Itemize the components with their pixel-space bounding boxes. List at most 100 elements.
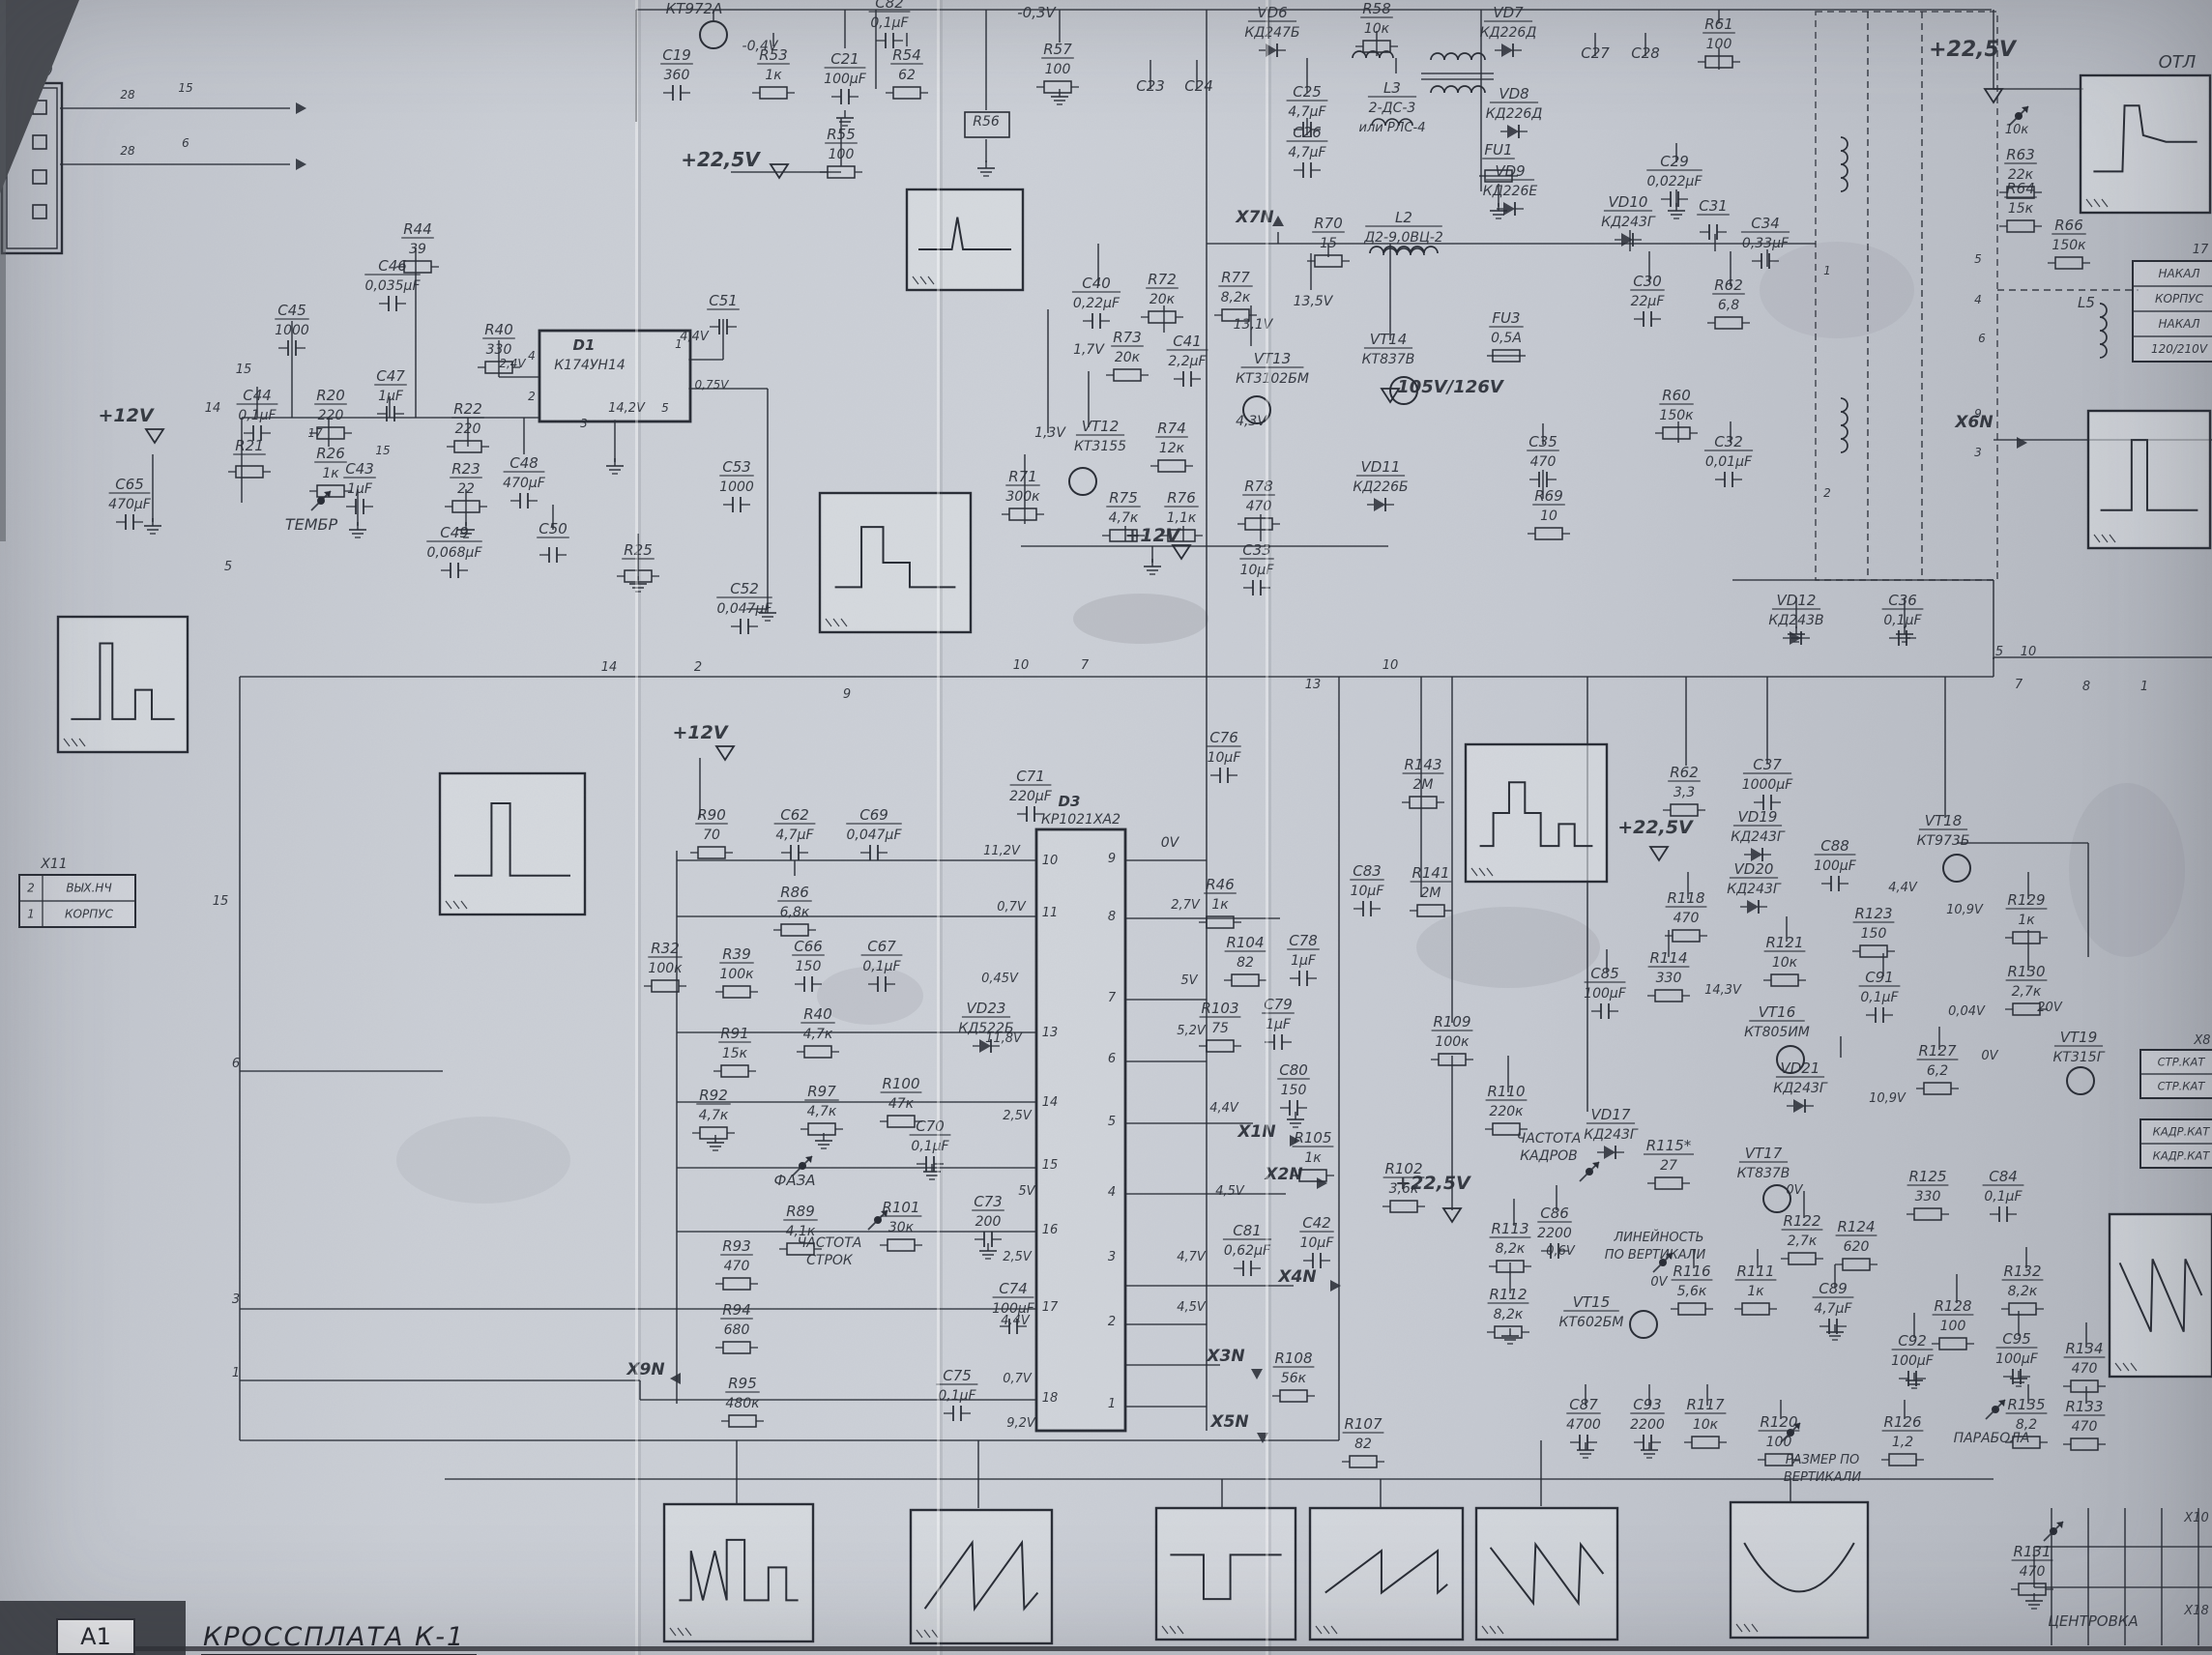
text-label: 13 [1305, 678, 1322, 692]
resistor-icon [1231, 973, 1260, 987]
resistor-icon [1923, 1082, 1952, 1095]
text-label: 1 [2140, 680, 2148, 694]
text-label: R117 [1686, 1396, 1725, 1413]
text-label: 470 [2072, 1361, 2098, 1377]
text-label: R73 [1113, 329, 1142, 346]
paper-stain [1760, 242, 1914, 338]
text-label: R105 [1294, 1129, 1331, 1147]
text-label: 10к [1693, 1417, 1719, 1433]
text-label: +22,5V [1929, 38, 2018, 62]
text-label: 9 [1974, 407, 1982, 421]
text-label: ЦЕНТРОВКА [2048, 1612, 2139, 1630]
text-label: VT12 [1082, 418, 1120, 435]
text-label: 1,7V [1073, 342, 1105, 358]
text-label: 4 [528, 349, 536, 363]
resistor-icon [780, 923, 809, 937]
text-label: 150 [796, 959, 822, 974]
resistor-icon [1409, 796, 1438, 809]
text-label: R100 [882, 1075, 919, 1092]
text-label: 330 [1915, 1189, 1941, 1205]
text-label: 360 [664, 68, 690, 83]
text-label: 0,5А [1491, 331, 1522, 346]
text-label: 0,33μF [1742, 236, 1790, 251]
text-label: VD9 [1495, 162, 1525, 180]
text-label: C19 [662, 46, 691, 64]
text-label: 220 [318, 408, 344, 423]
text-label: R121 [1765, 934, 1803, 951]
text-label: КТ3102БМ [1236, 371, 1309, 387]
text-label: 4,7к [803, 1027, 833, 1042]
waveform-inset [909, 1508, 1054, 1645]
text-label: +12V [672, 722, 728, 743]
text-label: 330 [1656, 971, 1682, 986]
text-label: 2,5V [1003, 1250, 1033, 1264]
text-label: R23 [451, 460, 480, 478]
coil-icon [1430, 85, 1486, 94]
resistor-icon [1113, 368, 1142, 382]
text-label: 8,2к [2008, 1284, 2038, 1299]
text-label: или РЛС-4 [1359, 121, 1426, 135]
text-label: Х8 [2193, 1033, 2210, 1048]
text-label: 1,3V [1034, 425, 1066, 441]
text-label: ПО ВЕРТИКАЛИ [1605, 1248, 1706, 1263]
text-label: 11 [1042, 906, 1059, 920]
text-label: КД243В [1768, 613, 1823, 628]
text-label: 470μF [503, 476, 546, 491]
text-label: R125 [1908, 1168, 1946, 1185]
text-label: ОТЛ [2159, 52, 2197, 73]
text-label: КТ602БМ [1559, 1315, 1624, 1330]
text-label: R61 [1704, 15, 1733, 33]
text-label: R70 [1314, 215, 1343, 232]
text-label: R93 [722, 1237, 751, 1255]
text-label: R74 [1157, 420, 1186, 437]
resistor-icon [892, 86, 921, 100]
resistor-icon [1741, 1302, 1770, 1316]
text-label: КД243Г [1731, 829, 1786, 845]
text-label: 9 [1108, 852, 1116, 866]
text-label: R58 [1362, 0, 1391, 17]
text-label: 2 [27, 882, 35, 895]
resistor-icon [235, 465, 264, 479]
text-label: R62 [1670, 764, 1699, 781]
text-label: ЧАСТОТА [1517, 1131, 1582, 1147]
text-label: R55 [827, 126, 856, 143]
text-label: VT15 [1573, 1293, 1611, 1311]
waveform-inset [905, 188, 1025, 292]
text-label: C28 [1631, 44, 1660, 62]
text-label: 7 [1081, 658, 1090, 673]
text-label: R118 [1667, 889, 1704, 907]
text-label: 8,2к [1496, 1241, 1526, 1257]
resistor-icon [1888, 1453, 1917, 1466]
text-label: 470 [2072, 1419, 2098, 1435]
text-label: 0,62μF [1224, 1243, 1271, 1259]
text-label: 1к [2018, 913, 2035, 928]
text-label: C88 [1820, 837, 1849, 855]
text-label: 2М [1413, 777, 1434, 793]
text-label: VD12 [1777, 592, 1817, 609]
text-label: C41 [1173, 333, 1202, 350]
text-label: 0,1μF [1860, 990, 1899, 1005]
text-label: Д2-9,0ВЦ-2 [1363, 230, 1443, 246]
text-label: 8 [2082, 680, 2090, 694]
text-label: R77 [1221, 269, 1250, 286]
text-label: D3 [1059, 793, 1081, 810]
testpoint-icon [1441, 1207, 1463, 1224]
resistor-icon [2070, 1437, 2099, 1451]
text-label: R97 [807, 1083, 836, 1100]
resistor-icon [759, 86, 788, 100]
text-label: 1к [1304, 1150, 1322, 1166]
text-label: 100к [1435, 1034, 1470, 1050]
text-label: 470 [1530, 454, 1557, 470]
resistor-icon [2070, 1379, 2099, 1393]
text-label: 150 [1861, 926, 1887, 942]
text-label: R20 [316, 387, 345, 404]
text-label: 6,2 [1927, 1063, 1948, 1079]
text-label: X4N [1277, 1267, 1316, 1287]
resistor-icon [2054, 256, 2083, 270]
text-label: 9,2V [1006, 1416, 1036, 1431]
text-label: НАКАЛ [2159, 267, 2200, 280]
text-label: 6 [232, 1057, 240, 1071]
text-label: НАКАЛ [2159, 317, 2200, 331]
text-label: C51 [709, 292, 738, 309]
